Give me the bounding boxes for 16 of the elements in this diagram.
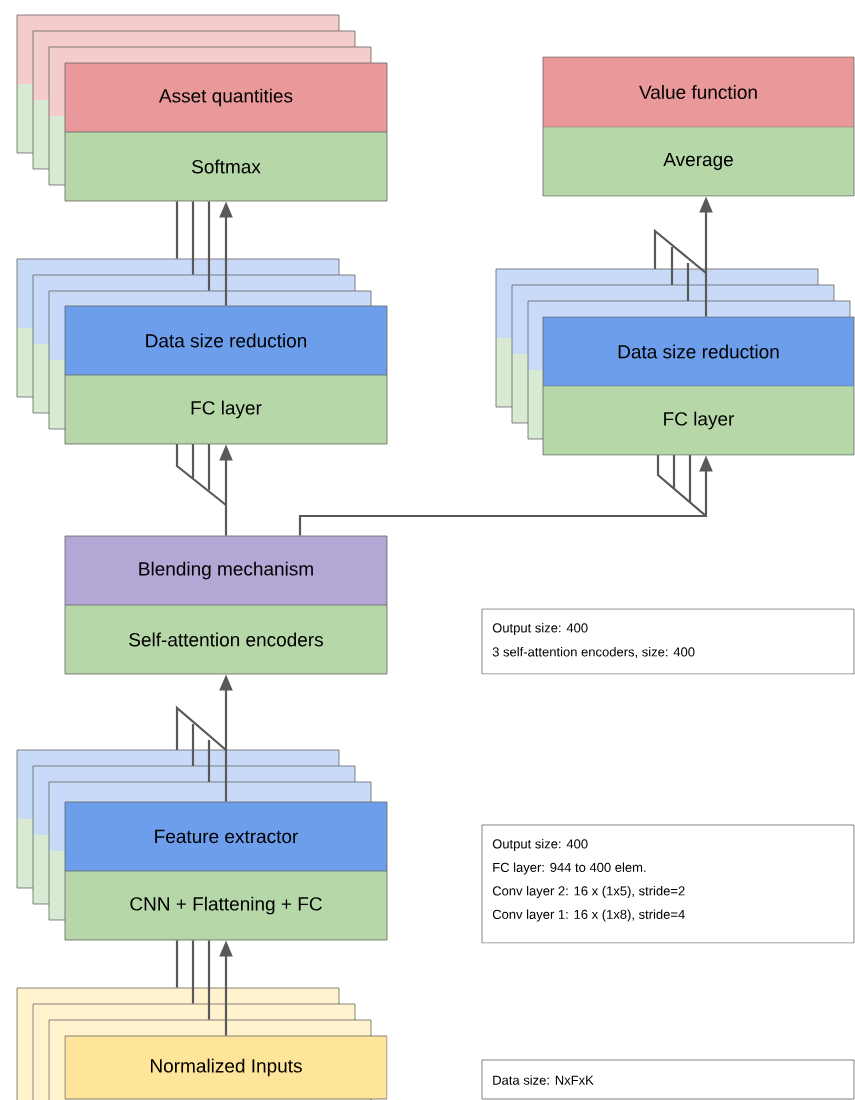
connector-line bbox=[207, 940, 211, 1020]
layer-box: Normalized Inputs bbox=[64, 1035, 388, 1100]
layer-box: Data size reduction FC layer bbox=[64, 305, 388, 445]
note-box: Data size: NxFxK bbox=[481, 1059, 855, 1100]
note-box: Output size: 400 3 self-attention encoders, size: 400 bbox=[481, 608, 855, 675]
note-box: Output size: 400 FC layer: 944 to 400 elem. Conv layer 2: 16 x (1x5), stride=2 Conv layer 1: 16 x (1x8), stride=4 bbox=[481, 824, 855, 944]
connector-line bbox=[175, 940, 179, 988]
connector-line bbox=[207, 201, 211, 291]
layer-box: Blending mechanism Self-attention encoders bbox=[64, 535, 388, 675]
connector-line bbox=[191, 201, 195, 275]
connector-line bbox=[175, 201, 179, 259]
connector-line bbox=[191, 940, 195, 1004]
layer-box: Data size reduction FC layer bbox=[542, 316, 855, 456]
layer-box: Feature extractor CNN + Flattening + FC bbox=[64, 801, 388, 941]
layer-box: Asset quantities Softmax bbox=[64, 62, 388, 202]
layer-box: Value function Average bbox=[542, 56, 855, 197]
